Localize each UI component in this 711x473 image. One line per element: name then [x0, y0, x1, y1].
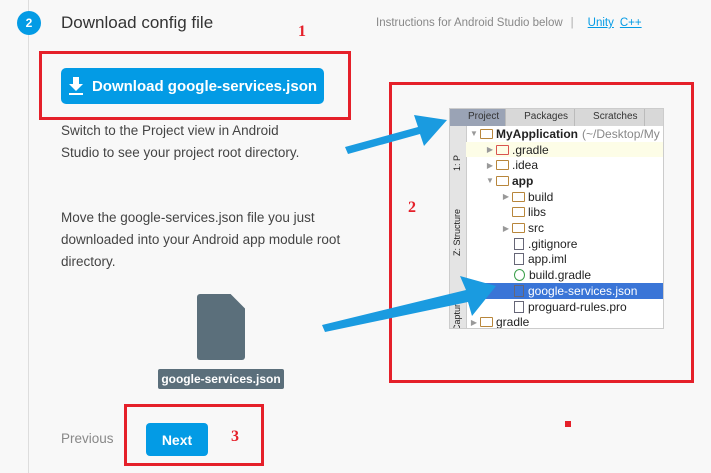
separator: |	[570, 17, 574, 29]
tree-item-label: app.iml	[528, 252, 567, 267]
annotation-box-2	[389, 82, 694, 383]
file-icon	[514, 237, 524, 250]
expand-arrow-icon[interactable]: ▶	[486, 145, 494, 155]
tree-item-label: src	[528, 221, 544, 236]
tree-item-label: build	[528, 189, 554, 204]
stepper-line	[28, 0, 29, 473]
file-label: google-services.json	[158, 369, 284, 389]
tab-scratches: Scratches	[575, 109, 645, 126]
tree-item[interactable]: build.gradle	[466, 267, 663, 283]
tree-item[interactable]: libs	[466, 205, 663, 221]
tree-item-label: libs	[528, 205, 547, 220]
expand-arrow-icon[interactable]: ▶	[502, 192, 510, 202]
expand-arrow-icon[interactable]: ▶	[470, 317, 478, 327]
file-icon	[514, 253, 524, 266]
tree-item-label: google-services.json	[528, 283, 638, 298]
instructions-text: Instructions for Android Studio below	[376, 17, 563, 29]
annotation-dot	[565, 421, 571, 427]
download-icon	[68, 77, 83, 95]
folder-icon	[512, 207, 525, 218]
annotation-label-3: 3	[231, 428, 239, 445]
folder-icon	[512, 223, 525, 234]
tree-item[interactable]: ▼ MyApplication(~/Desktop/My	[466, 126, 663, 142]
expand-arrow-icon[interactable]: ▼	[470, 129, 478, 139]
annotation-box-3	[124, 404, 264, 466]
expand-arrow-icon[interactable]: ▼	[486, 176, 494, 186]
file-icon	[514, 300, 524, 313]
tree-item[interactable]: ▶ src	[466, 220, 663, 236]
tab-project: Project	[450, 109, 507, 126]
tree-item-label: build.gradle	[529, 268, 592, 283]
tree-item-label: proguard-rules.pro	[528, 299, 627, 314]
tree-item-path: (~/Desktop/My	[582, 126, 660, 141]
annotation-label-2: 2	[408, 199, 416, 216]
tab-packages: Packages	[506, 109, 576, 126]
tree-item[interactable]: app.iml	[466, 252, 663, 268]
arrow-to-json-file	[322, 276, 496, 332]
tree-item[interactable]: ▶ .idea	[466, 157, 663, 173]
expand-arrow-icon[interactable]: ▶	[486, 160, 494, 170]
expand-arrow-icon[interactable]: ▶	[502, 223, 510, 233]
tree-item-label: .gradle	[512, 142, 549, 157]
unity-link[interactable]: Unity	[587, 17, 614, 29]
folder-icon	[496, 160, 509, 171]
tree-item[interactable]: ▶ gradle	[466, 314, 663, 329]
json-icon	[514, 284, 524, 297]
previous-button[interactable]: Previous	[61, 431, 114, 446]
platform-instructions: Instructions for Android Studio below | Un…	[376, 17, 642, 29]
instruction-move-file: Move the google-services.json file you j…	[61, 210, 341, 269]
tree-item[interactable]: ▶ build	[466, 189, 663, 205]
android-studio-project-panel: Project Packages Scratches 1: P Z: Struc…	[449, 108, 664, 329]
tree-item-label: .gitignore	[528, 236, 578, 251]
folder-icon	[512, 191, 525, 202]
next-button[interactable]: Next	[146, 423, 208, 456]
download-button-label: Download google-services.json	[91, 77, 318, 95]
download-config-button[interactable]: Download google-services.json	[61, 68, 324, 104]
tree-item[interactable]: .gitignore	[466, 236, 663, 252]
module-icon	[496, 175, 509, 186]
tree-item[interactable]: proguard-rules.pro	[466, 299, 663, 315]
module-icon	[480, 128, 493, 139]
tree-item-label: app	[512, 173, 534, 188]
folder-icon	[480, 317, 493, 328]
cpp-link[interactable]: C++	[619, 17, 642, 29]
step-title: Download config file	[61, 13, 214, 32]
json-file-icon	[197, 294, 245, 360]
tree-item-label: gradle	[496, 315, 530, 329]
project-tabs: Project Packages Scratches	[450, 109, 663, 126]
tree-item-label: MyApplication	[496, 126, 579, 141]
arrow-to-project-tab	[345, 115, 447, 154]
tree-item[interactable]: ▼ app	[466, 173, 663, 189]
folder-red-icon	[496, 144, 509, 155]
gradle-icon	[514, 269, 525, 282]
tree-item[interactable]: google-services.json	[466, 283, 663, 299]
instruction-project-view: Switch to the Project view in Android St…	[61, 123, 300, 160]
step-number-badge: 2	[17, 11, 41, 35]
tree-item-label: .idea	[512, 158, 539, 173]
annotation-box-1	[39, 51, 351, 120]
tree-item[interactable]: ▶ .gradle	[466, 141, 663, 158]
annotation-label-1: 1	[298, 23, 306, 40]
